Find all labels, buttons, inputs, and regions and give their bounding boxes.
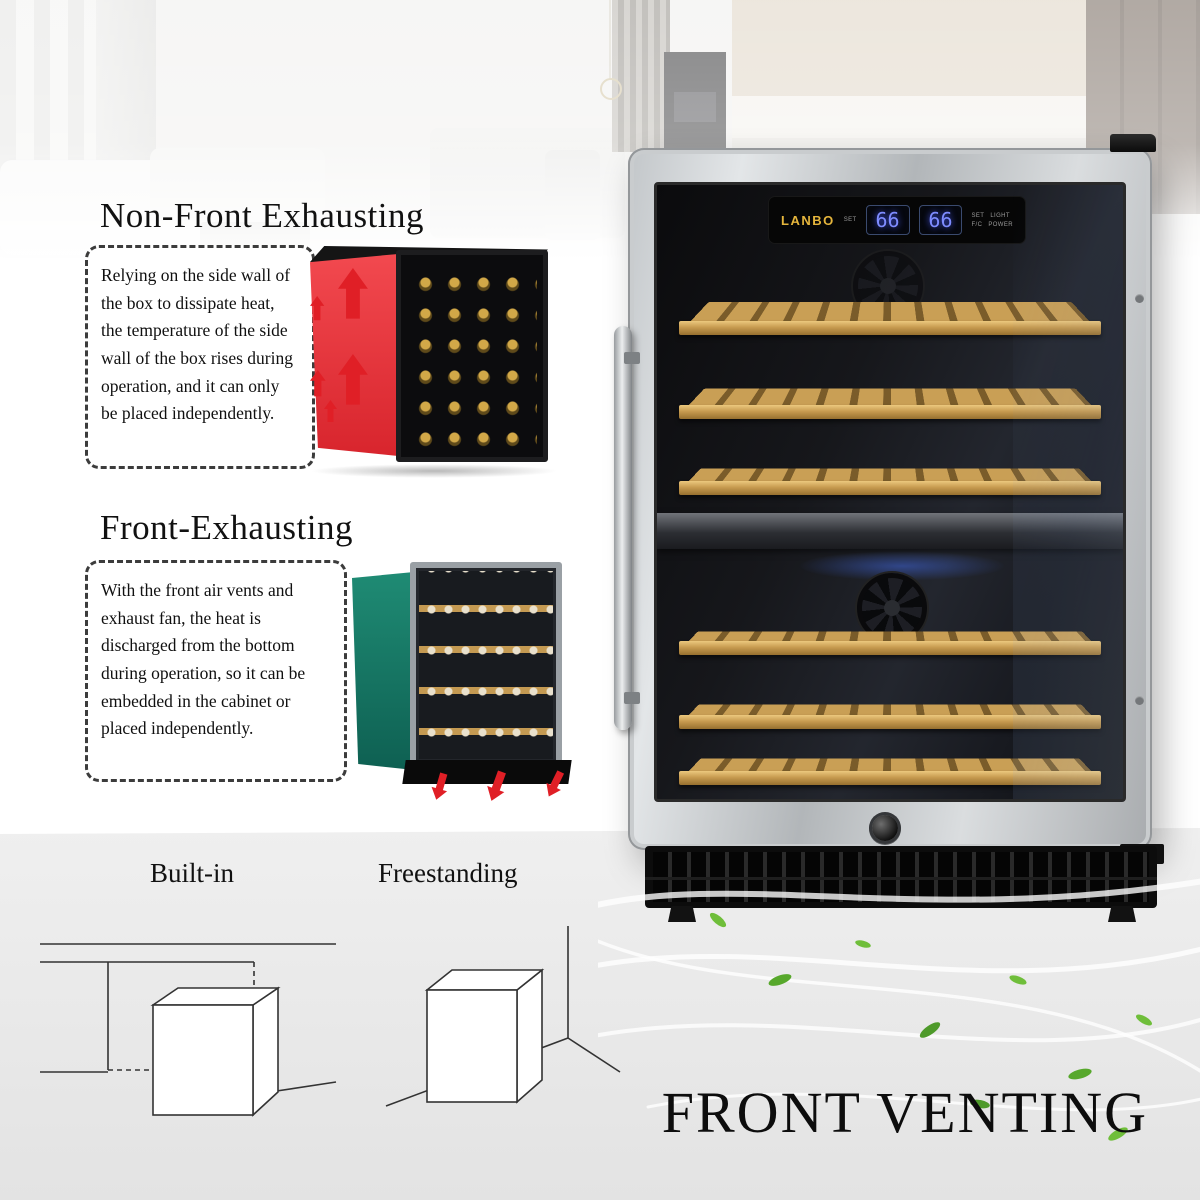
wine-cooler-front-view: LANBO SET 66 66 SET LIGHT F/C POWER bbox=[614, 134, 1164, 864]
shadow bbox=[310, 464, 558, 478]
fan-hub bbox=[880, 278, 896, 294]
cooler-front bbox=[396, 250, 548, 462]
wood-shelf bbox=[679, 771, 1101, 785]
screw-icon bbox=[1135, 294, 1144, 303]
screw-icon bbox=[1135, 696, 1144, 705]
non-front-description-box: Relying on the side wall of the box to d… bbox=[85, 245, 315, 469]
side-vent-cooler-illustration bbox=[298, 246, 564, 478]
wine-bottle-caps bbox=[407, 263, 537, 449]
lock-icon bbox=[872, 815, 898, 841]
wood-shelf bbox=[679, 641, 1101, 655]
vent-rib bbox=[645, 877, 1157, 880]
handle-mount bbox=[624, 692, 640, 704]
wood-shelf bbox=[679, 715, 1101, 729]
door-handle bbox=[614, 326, 640, 730]
front-vent-grille bbox=[645, 846, 1157, 908]
wood-shelf bbox=[679, 405, 1101, 419]
handle-mount bbox=[624, 352, 640, 364]
light-label: LIGHT bbox=[990, 212, 1010, 219]
cooler-front bbox=[410, 562, 562, 768]
built-in-diagram bbox=[40, 943, 337, 1117]
glass-door: LANBO SET 66 66 SET LIGHT F/C POWER bbox=[654, 182, 1126, 802]
foot bbox=[668, 906, 696, 922]
section-title-non-front: Non-Front Exhausting bbox=[100, 196, 425, 235]
unit-label: F/C bbox=[971, 221, 983, 228]
glass-reflection bbox=[1013, 185, 1123, 799]
footer-headline: FRONT VENTING bbox=[661, 1080, 1148, 1145]
control-panel: LANBO SET 66 66 SET LIGHT F/C POWER bbox=[769, 197, 1025, 243]
set-label: SET bbox=[843, 217, 857, 223]
built-in-label: Built-in bbox=[150, 858, 235, 888]
wood-shelf bbox=[679, 481, 1101, 495]
section-title-front: Front-Exhausting bbox=[100, 508, 353, 547]
front-description-box: With the front air vents and exhaust fan… bbox=[85, 560, 347, 782]
fan-hub bbox=[884, 600, 900, 616]
exhaust-down-arrows-icon bbox=[431, 770, 565, 801]
power-label: POWER bbox=[988, 221, 1013, 228]
heat-up-arrows-icon bbox=[310, 268, 368, 422]
temperature-display-left: 66 bbox=[865, 205, 910, 235]
panel-keys: SET LIGHT F/C POWER bbox=[971, 213, 1013, 228]
glass-door-small bbox=[419, 571, 553, 759]
cool-side-wall bbox=[352, 572, 414, 770]
wood-shelf bbox=[679, 321, 1101, 335]
foot bbox=[1108, 906, 1136, 922]
set-label: SET bbox=[971, 212, 985, 219]
hinge-icon bbox=[1110, 134, 1156, 152]
zone-divider bbox=[657, 513, 1123, 549]
temperature-display-right: 66 bbox=[918, 205, 963, 235]
front-vent-cooler-illustration bbox=[352, 562, 572, 801]
freestanding-label: Freestanding bbox=[378, 858, 518, 888]
brand-logo: LANBO bbox=[781, 212, 835, 228]
freestanding-diagram bbox=[385, 926, 621, 1107]
